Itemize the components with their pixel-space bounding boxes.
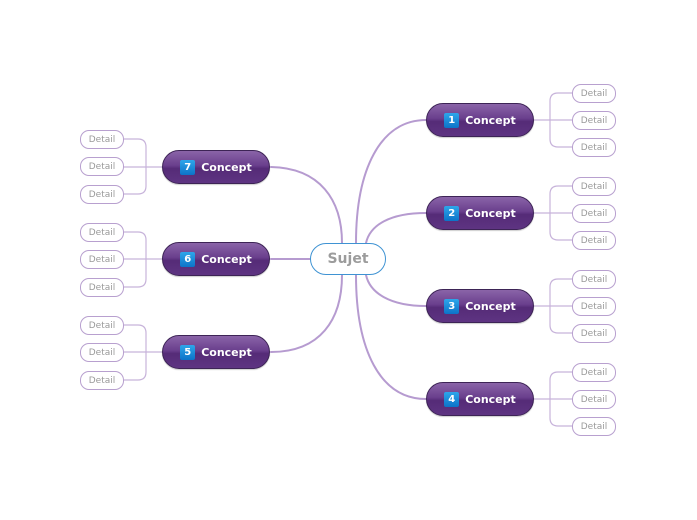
- detail-node[interactable]: Detail: [572, 297, 616, 316]
- detail-connector-2: [534, 185, 572, 241]
- detail-node[interactable]: Detail: [572, 111, 616, 130]
- detail-node[interactable]: Detail: [80, 157, 124, 176]
- priority-badge: 6: [180, 251, 196, 267]
- central-topic[interactable]: Sujet: [310, 243, 386, 275]
- detail-node[interactable]: Detail: [572, 363, 616, 382]
- priority-badge: 1: [444, 112, 460, 128]
- detail-connector-1: [534, 92, 572, 148]
- concept-node-6[interactable]: 6 Concept: [162, 242, 270, 276]
- priority-badge: 4: [444, 391, 460, 407]
- detail-node[interactable]: Detail: [80, 316, 124, 335]
- detail-node[interactable]: Detail: [572, 177, 616, 196]
- detail-node[interactable]: Detail: [572, 138, 616, 157]
- concept-node-5[interactable]: 5 Concept: [162, 335, 270, 369]
- concept-label: Concept: [465, 206, 516, 220]
- priority-badge: 2: [444, 205, 460, 221]
- concept-node-4[interactable]: 4 Concept: [426, 382, 534, 416]
- detail-node[interactable]: Detail: [80, 371, 124, 390]
- detail-connector-7: [124, 138, 162, 195]
- detail-connector-3: [534, 278, 572, 334]
- branch-line-3: [365, 274, 427, 307]
- detail-node[interactable]: Detail: [80, 223, 124, 242]
- concept-label: Concept: [201, 160, 252, 174]
- branch-line-4: [355, 274, 427, 400]
- concept-node-1[interactable]: 1 Concept: [426, 103, 534, 137]
- detail-node[interactable]: Detail: [80, 185, 124, 204]
- concept-label: Concept: [465, 299, 516, 313]
- branch-line-1: [355, 119, 427, 244]
- detail-node[interactable]: Detail: [572, 231, 616, 250]
- concept-label: Concept: [201, 252, 252, 266]
- concept-node-3[interactable]: 3 Concept: [426, 289, 534, 323]
- detail-node[interactable]: Detail: [572, 204, 616, 223]
- detail-node[interactable]: Detail: [80, 130, 124, 149]
- concept-label: Concept: [465, 392, 516, 406]
- detail-node[interactable]: Detail: [572, 84, 616, 103]
- detail-connector-4: [534, 371, 572, 427]
- detail-node[interactable]: Detail: [572, 324, 616, 343]
- concept-node-2[interactable]: 2 Concept: [426, 196, 534, 230]
- detail-node[interactable]: Detail: [572, 270, 616, 289]
- detail-node[interactable]: Detail: [80, 343, 124, 362]
- priority-badge: 5: [180, 344, 196, 360]
- branch-line-5: [270, 274, 343, 353]
- concept-label: Concept: [201, 345, 252, 359]
- priority-badge: 7: [180, 159, 196, 175]
- detail-connector-6: [124, 231, 162, 288]
- detail-node[interactable]: Detail: [572, 390, 616, 409]
- branch-line-2: [365, 212, 427, 244]
- detail-node[interactable]: Detail: [572, 417, 616, 436]
- priority-badge: 3: [444, 298, 460, 314]
- concept-node-7[interactable]: 7 Concept: [162, 150, 270, 184]
- detail-node[interactable]: Detail: [80, 250, 124, 269]
- concept-label: Concept: [465, 113, 516, 127]
- detail-node[interactable]: Detail: [80, 278, 124, 297]
- detail-connector-5: [124, 324, 162, 381]
- branch-line-7: [270, 166, 343, 244]
